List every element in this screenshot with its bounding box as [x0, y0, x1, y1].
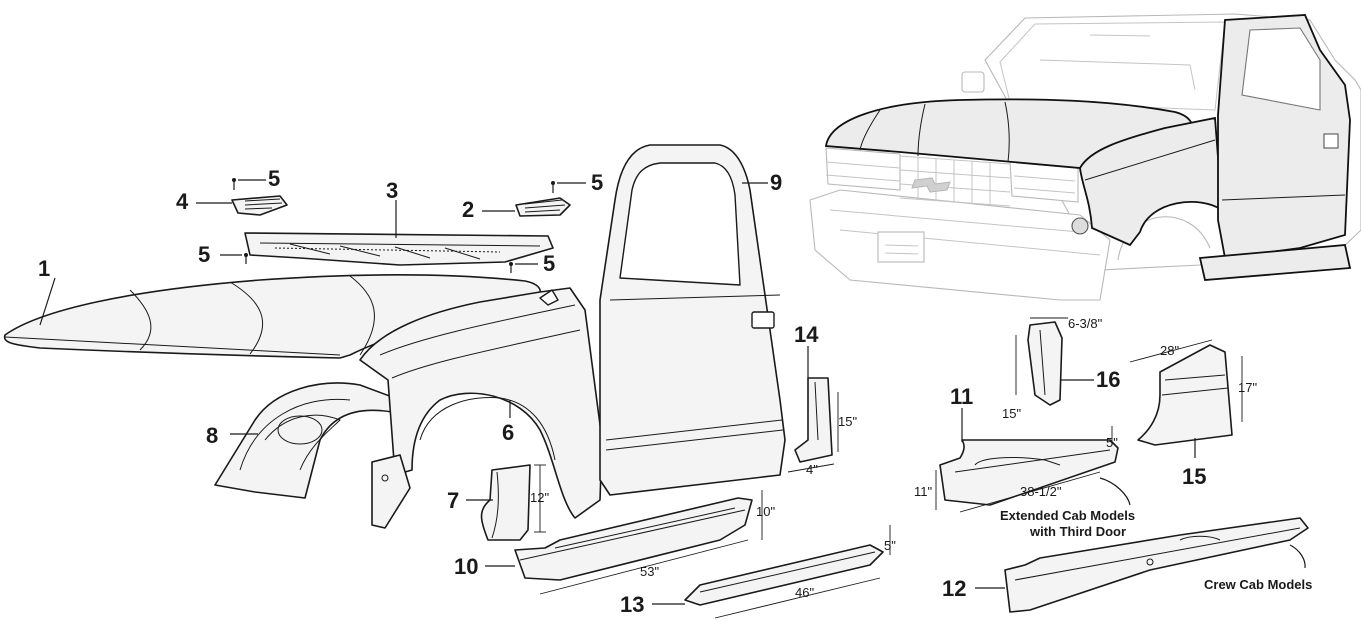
dim-rocker-length: 53"	[640, 564, 659, 579]
dim-fender-patch-height: 12"	[530, 490, 549, 505]
clip-parts	[220, 178, 586, 273]
clip-top-right	[551, 181, 586, 193]
dim-corner16-width: 6-3/8"	[1068, 316, 1103, 331]
callout-14: 14	[794, 322, 819, 347]
callout-1: 1	[38, 256, 50, 281]
callout-12: 12	[942, 576, 966, 601]
note-crew-cab: Crew Cab Models	[1204, 577, 1312, 592]
callout-5-mid-left: 5	[198, 242, 210, 267]
note-extended-cab-line2: with Third Door	[1029, 524, 1126, 539]
callout-9: 9	[770, 170, 782, 195]
note-extended-cab-line1: Extended Cab Models	[1000, 508, 1135, 523]
dim-corner16-height: 15"	[1002, 406, 1021, 421]
callout-16: 16	[1096, 367, 1120, 392]
callout-10: 10	[454, 554, 478, 579]
inner-fender-part	[214, 382, 396, 499]
front-fender-part	[359, 287, 603, 529]
callout-3: 3	[386, 178, 398, 203]
clip-mid-right	[509, 262, 538, 273]
cowl-panel-part	[244, 200, 554, 266]
callout-8: 8	[206, 423, 218, 448]
dim-ext-rocker-height: 11"	[914, 484, 932, 499]
callout-13: 13	[620, 592, 644, 617]
callout-4: 4	[176, 189, 189, 214]
callout-7: 7	[447, 488, 459, 513]
dim-rocker-height: 10"	[756, 504, 775, 519]
clip-mid-left	[220, 253, 248, 264]
callout-15: 15	[1182, 464, 1206, 489]
dim-corner15-width: 28"	[1160, 343, 1179, 358]
dim-ext-rocker-length: 38-1/2"	[1020, 484, 1062, 499]
callout-6: 6	[502, 420, 514, 445]
fender-patch-part	[466, 464, 546, 541]
door-shell-part	[599, 144, 786, 496]
callout-5-mid-right: 5	[543, 251, 555, 276]
reference-truck-illustration	[809, 13, 1361, 301]
dim-corner14-width: 4"	[806, 462, 818, 477]
cowl-vent-grille-right-part	[482, 197, 571, 217]
dim-inner-rocker-length: 46"	[795, 585, 814, 600]
callout-2: 2	[462, 197, 474, 222]
clip-top-left	[232, 178, 266, 190]
callout-11: 11	[950, 384, 973, 409]
callout-5-top-right: 5	[591, 170, 603, 195]
cowl-vent-grille-left-part	[196, 195, 288, 216]
dim-inner-rocker-height: 5"	[884, 538, 896, 553]
dim-corner14-height: 15"	[838, 414, 857, 429]
callout-5-top-left: 5	[268, 166, 280, 191]
inner-rocker-part	[652, 525, 891, 619]
dim-ext-rocker-depth: 5"	[1106, 435, 1118, 450]
crew-cab-rocker-part	[975, 517, 1309, 613]
cab-corner-large-part	[1129, 339, 1243, 458]
extended-cab-rocker-part	[935, 408, 1131, 513]
dim-corner15-height: 17"	[1238, 380, 1257, 395]
cab-corner-extended-part	[1015, 317, 1094, 406]
rocker-panel-part	[485, 490, 763, 595]
cab-corner-small-part	[787, 346, 839, 473]
